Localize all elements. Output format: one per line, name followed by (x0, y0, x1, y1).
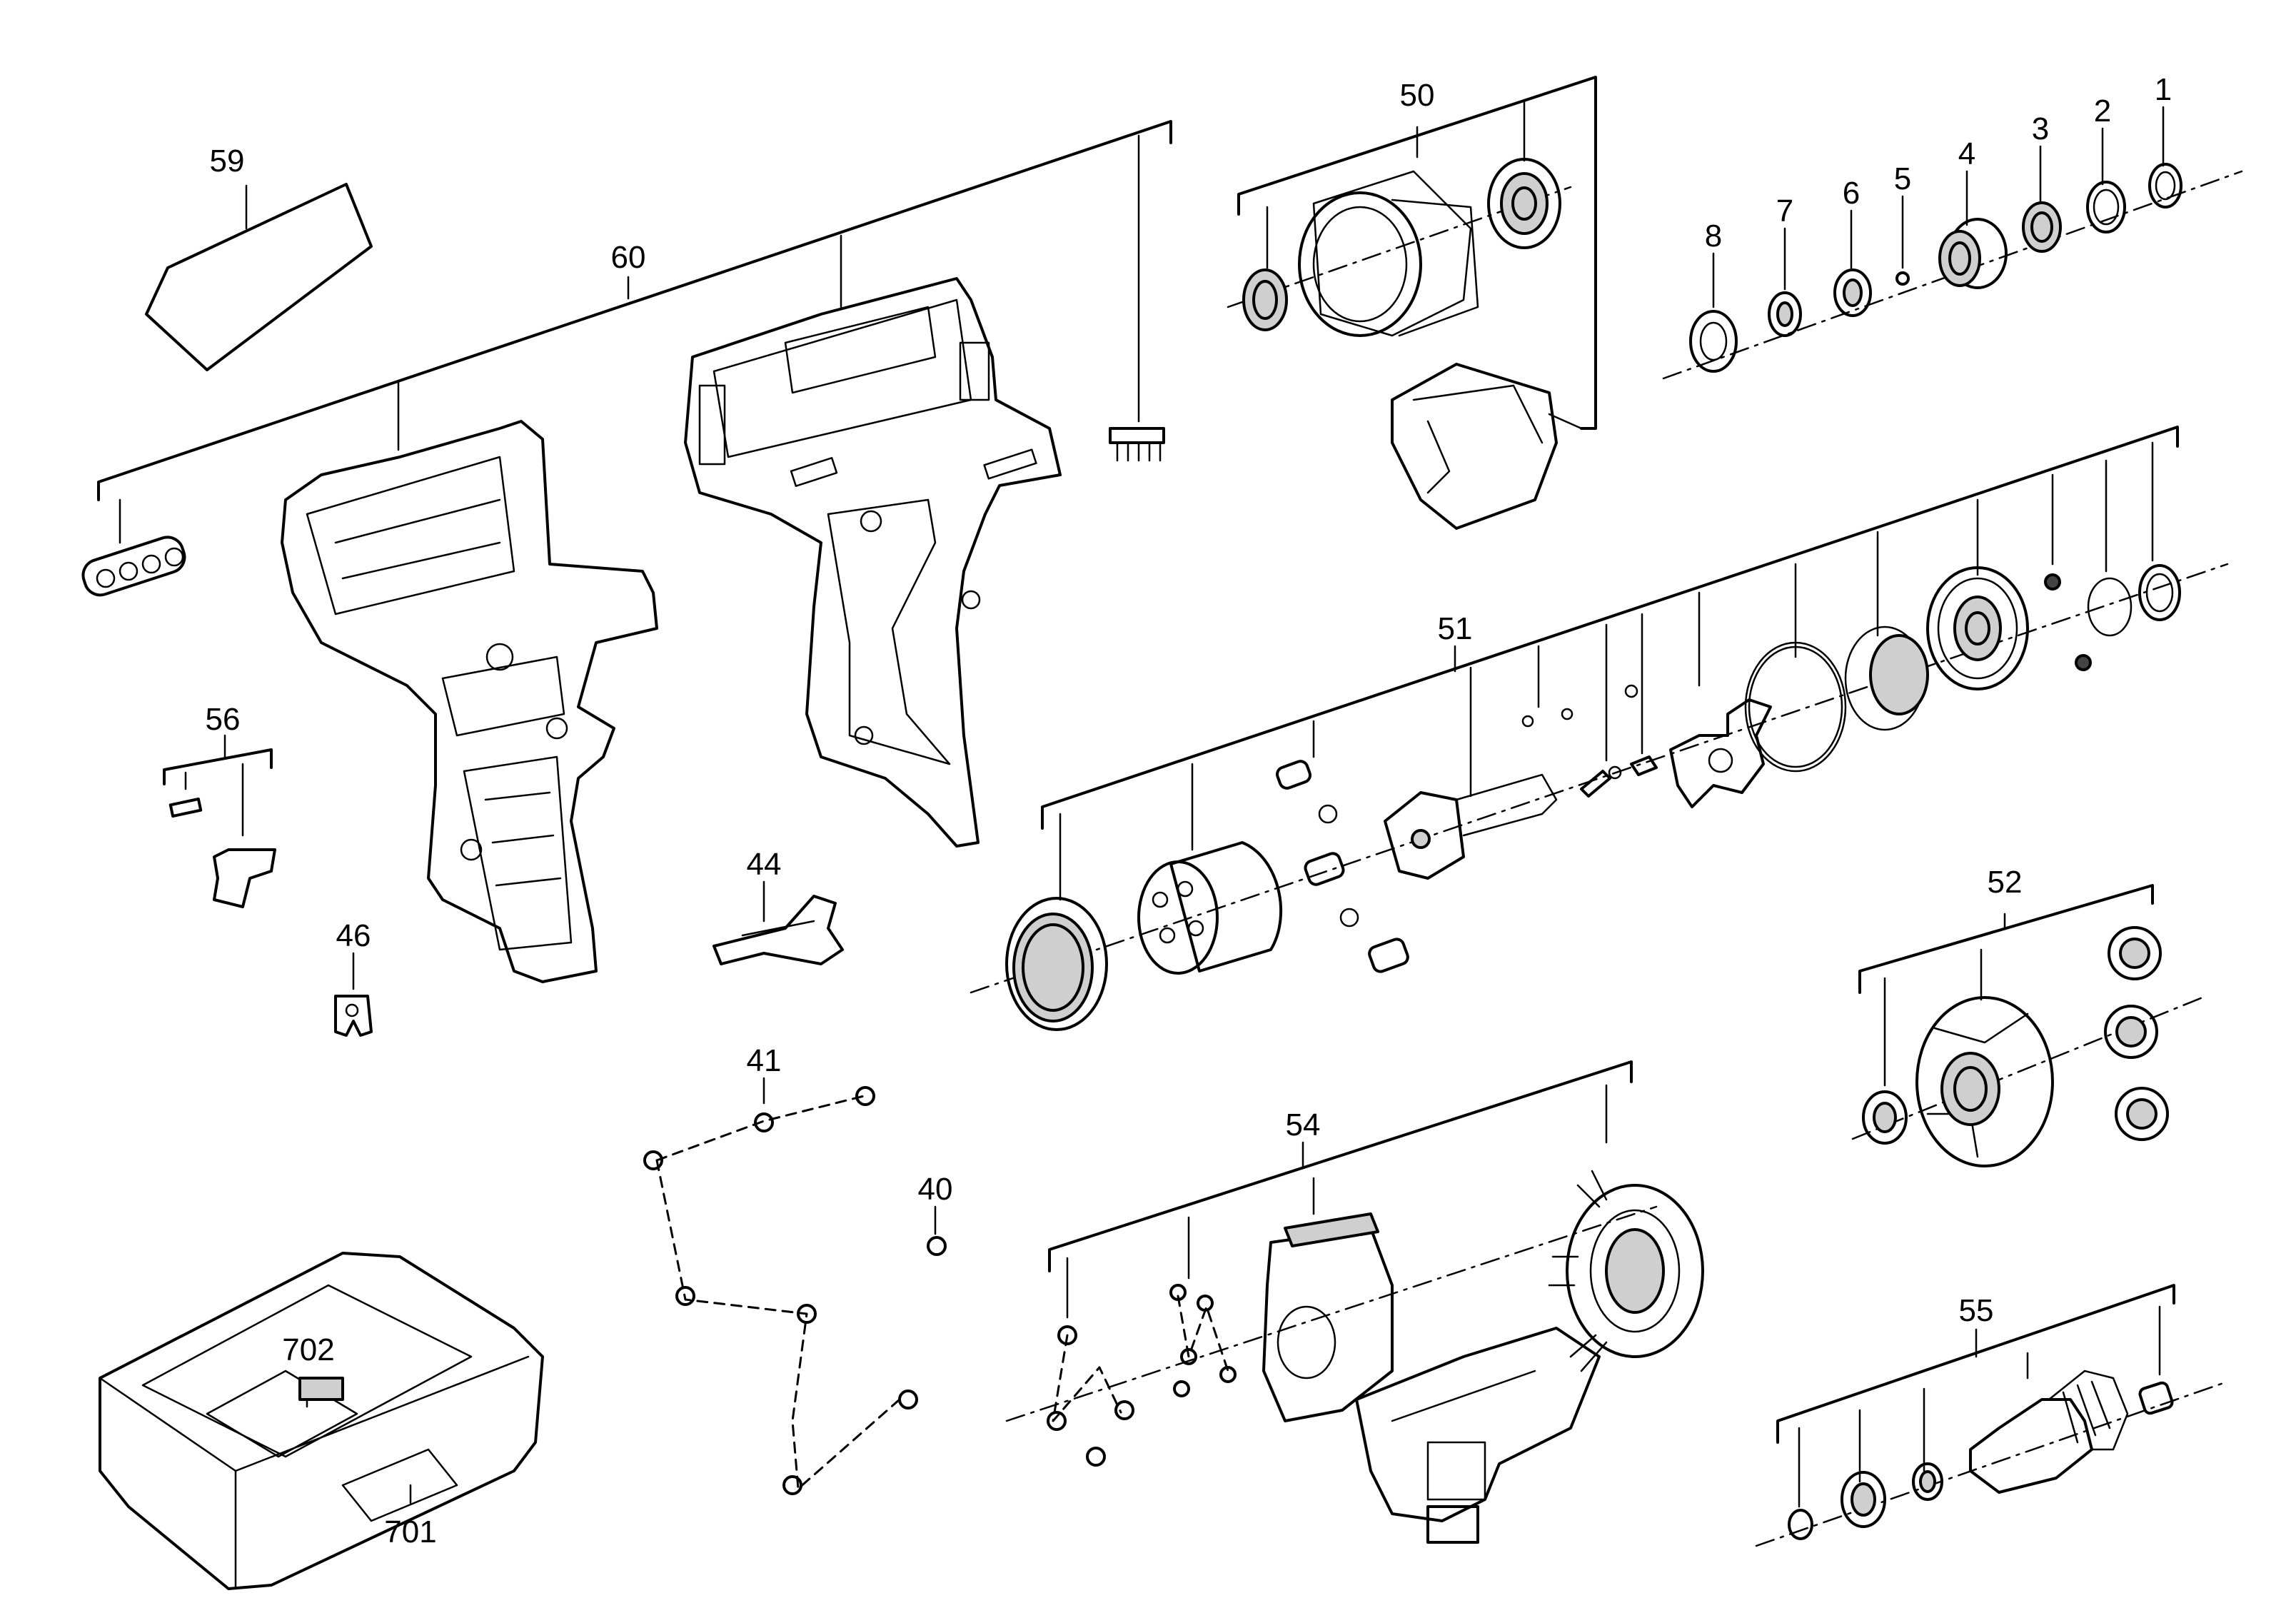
callout-46: 46 (336, 918, 371, 953)
callout-3: 3 (2032, 111, 2049, 146)
part-46-plate (334, 952, 373, 1037)
part-52-gear-set (1851, 884, 2207, 1167)
parts-701-702-carry-case (99, 1252, 544, 1590)
callout-5: 5 (1894, 161, 1911, 196)
callout-44: 44 (747, 847, 782, 882)
parts-40-41-screws (643, 1077, 947, 1495)
callout-2: 2 (2094, 94, 2111, 129)
callout-7: 7 (1776, 194, 1793, 228)
callout-8: 8 (1705, 218, 1722, 253)
callout-52: 52 (1988, 865, 2023, 900)
callout-4: 4 (1958, 136, 1975, 171)
part-44-switch (713, 880, 844, 965)
callout-59: 59 (210, 144, 245, 179)
callout-41: 41 (747, 1043, 782, 1078)
part-54-electronics (1005, 1060, 1704, 1544)
part-59-label-sticker (145, 183, 373, 371)
callout-54: 54 (1286, 1107, 1321, 1142)
part-51-impact-mechanism (970, 426, 2229, 1031)
callout-6: 6 (1843, 176, 1860, 211)
parts-1-8-spindle-set (1662, 106, 2243, 380)
part-50-gear-case (1227, 76, 1597, 530)
callout-702: 702 (282, 1332, 334, 1367)
callout-701: 701 (384, 1514, 436, 1549)
callout-51: 51 (1438, 611, 1473, 646)
callout-56: 56 (206, 702, 241, 737)
part-60-housing-set (81, 120, 1172, 983)
part-55-rotor (1755, 1284, 2229, 1547)
callout-60: 60 (611, 240, 646, 275)
callout-50: 50 (1400, 78, 1435, 113)
callout-40: 40 (918, 1172, 953, 1207)
callout-55: 55 (1959, 1293, 1994, 1328)
part-56-clip (163, 734, 276, 908)
callout-1: 1 (2155, 72, 2172, 107)
